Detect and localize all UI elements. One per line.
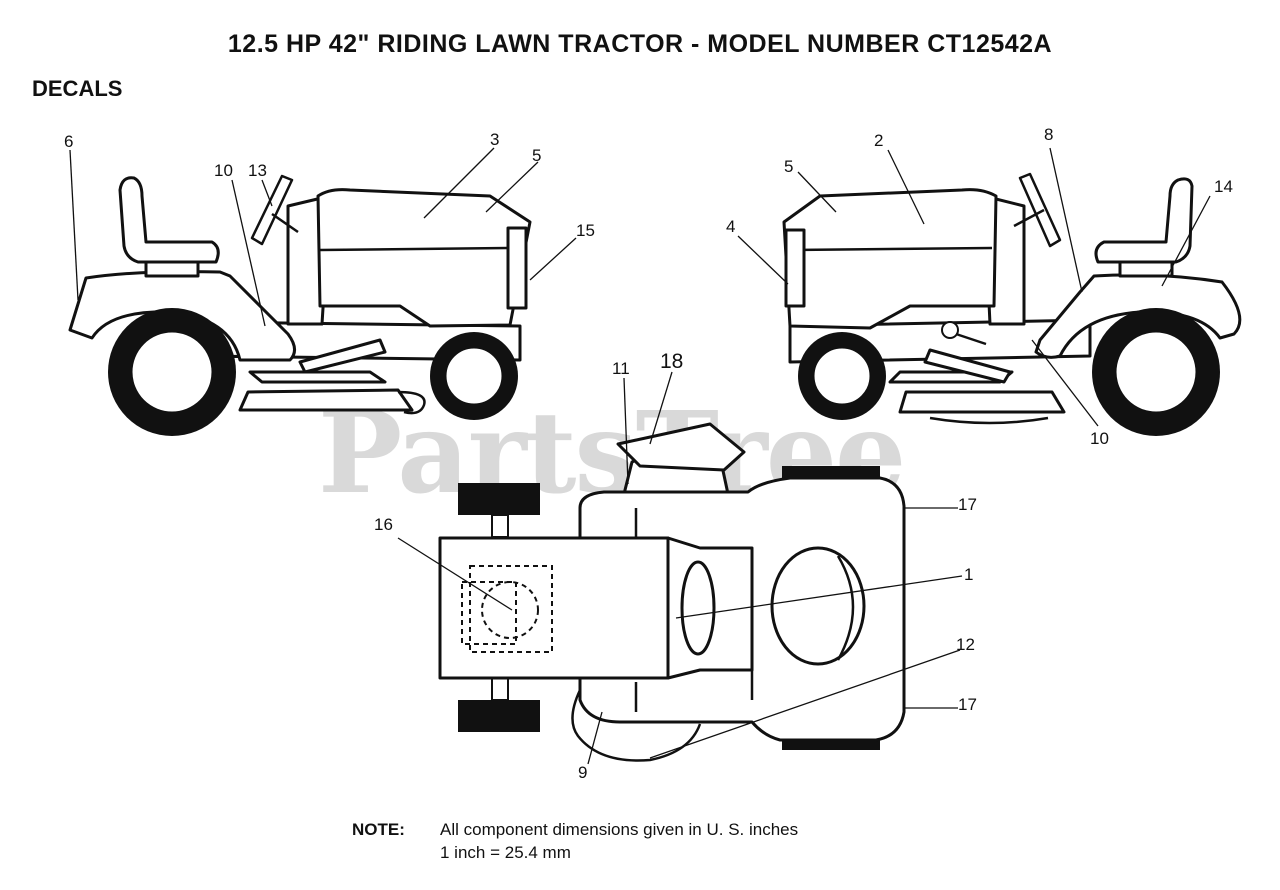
right-steering-wheel bbox=[1018, 172, 1062, 248]
leader-2 bbox=[887, 149, 925, 225]
leader-1 bbox=[675, 575, 963, 619]
callout-top-view-11: 11 bbox=[612, 359, 630, 378]
right-hood bbox=[782, 188, 998, 330]
left-front-rim bbox=[445, 347, 503, 405]
callout-left-view-6: 6 bbox=[64, 132, 73, 151]
left-footrest bbox=[248, 370, 387, 384]
top-decal-16-circle bbox=[481, 581, 539, 639]
tractor-right-side-view bbox=[737, 147, 1242, 436]
leader-10-left bbox=[231, 179, 266, 327]
top-decal-16-outline bbox=[469, 565, 553, 653]
right-rear-rim bbox=[1115, 331, 1197, 413]
note-dimensions-text: All component dimensions given in U. S. … bbox=[440, 820, 799, 839]
right-seat-back bbox=[1094, 177, 1194, 264]
leader-12 bbox=[649, 649, 961, 759]
section-heading: DECALS bbox=[32, 76, 123, 101]
top-decal-16-inner bbox=[461, 581, 517, 645]
leader-5-right bbox=[797, 171, 837, 213]
left-steering-shaft bbox=[271, 212, 299, 234]
leader-5-left bbox=[485, 161, 539, 213]
callout-left-view-5: 5 bbox=[532, 146, 541, 165]
top-seat-upright bbox=[616, 422, 746, 472]
top-seat bbox=[770, 546, 866, 666]
leader-18 bbox=[649, 371, 673, 445]
leader-10-right bbox=[1031, 339, 1099, 427]
callout-top-view-17: 17 bbox=[958, 495, 977, 514]
right-hood-line bbox=[791, 246, 993, 252]
leader-15 bbox=[529, 237, 577, 281]
top-axle-lower bbox=[491, 677, 509, 701]
note-label: NOTE: bbox=[352, 820, 405, 839]
top-axle-upper bbox=[491, 514, 509, 538]
top-fuel-cap bbox=[680, 560, 716, 656]
callout-right-view-5: 5 bbox=[784, 157, 793, 176]
top-front-wheel-upper bbox=[458, 483, 540, 515]
right-front-rim bbox=[813, 347, 871, 405]
callout-top-view-17: 17 bbox=[958, 695, 977, 714]
leader-11 bbox=[623, 377, 629, 485]
left-grille-decal bbox=[506, 226, 528, 310]
callout-right-view-8: 8 bbox=[1044, 125, 1053, 144]
left-mower-deck bbox=[238, 388, 414, 412]
left-rear-rim bbox=[131, 331, 213, 413]
leader-16 bbox=[397, 537, 513, 611]
callout-right-view-14: 14 bbox=[1214, 177, 1233, 196]
right-mower-deck bbox=[898, 390, 1066, 414]
note-conversion-text: 1 inch = 25.4 mm bbox=[440, 843, 571, 862]
right-gear-lever-knob bbox=[941, 321, 959, 339]
tractor-top-view bbox=[397, 371, 963, 765]
callout-top-view-9: 9 bbox=[578, 763, 587, 782]
leader-13 bbox=[261, 179, 273, 207]
top-hood bbox=[438, 536, 670, 680]
left-steering-wheel bbox=[250, 174, 294, 246]
top-seat-edge bbox=[836, 555, 855, 661]
callout-top-view-1: 1 bbox=[964, 565, 973, 584]
left-pedal bbox=[298, 338, 387, 374]
left-seat-back bbox=[118, 176, 220, 264]
leader-14 bbox=[1161, 195, 1211, 287]
callout-right-view-2: 2 bbox=[874, 131, 883, 150]
callout-left-view-10: 10 bbox=[214, 161, 233, 180]
right-gear-lever bbox=[955, 332, 987, 346]
callout-left-view-13: 13 bbox=[248, 161, 267, 180]
leader-8 bbox=[1049, 147, 1083, 293]
callout-left-view-15: 15 bbox=[576, 221, 595, 240]
right-seat-post bbox=[1118, 260, 1174, 278]
tractor-left-side-view bbox=[68, 147, 577, 436]
left-hood bbox=[316, 188, 532, 328]
callout-top-view-12: 12 bbox=[956, 635, 975, 654]
left-seat-post bbox=[144, 260, 200, 278]
right-pedal bbox=[923, 348, 1012, 384]
callout-top-view-16: 16 bbox=[374, 515, 393, 534]
diagram-title: 12.5 HP 42" RIDING LAWN TRACTOR - MODEL … bbox=[227, 30, 1053, 58]
leader-3 bbox=[423, 147, 495, 219]
top-front-wheel-lower bbox=[458, 700, 540, 732]
left-hood-line bbox=[319, 246, 509, 252]
right-deck-belt bbox=[929, 416, 1049, 425]
right-grille-decal bbox=[784, 228, 806, 308]
leader-4 bbox=[737, 235, 789, 285]
leader-9 bbox=[587, 711, 603, 765]
callout-labels: 6 10 13 3 5 15 5 2 8 14 4 10 11 18 16 17 1 12 17 9 bbox=[64, 125, 1233, 782]
left-discharge-chute bbox=[397, 390, 426, 415]
right-steering-shaft bbox=[1013, 208, 1045, 228]
leader-6 bbox=[69, 149, 79, 301]
callout-left-view-3: 3 bbox=[490, 130, 499, 149]
callout-top-view-18: 18 bbox=[660, 350, 683, 373]
callout-right-view-4: 4 bbox=[726, 217, 735, 236]
callout-right-view-10: 10 bbox=[1090, 429, 1109, 448]
